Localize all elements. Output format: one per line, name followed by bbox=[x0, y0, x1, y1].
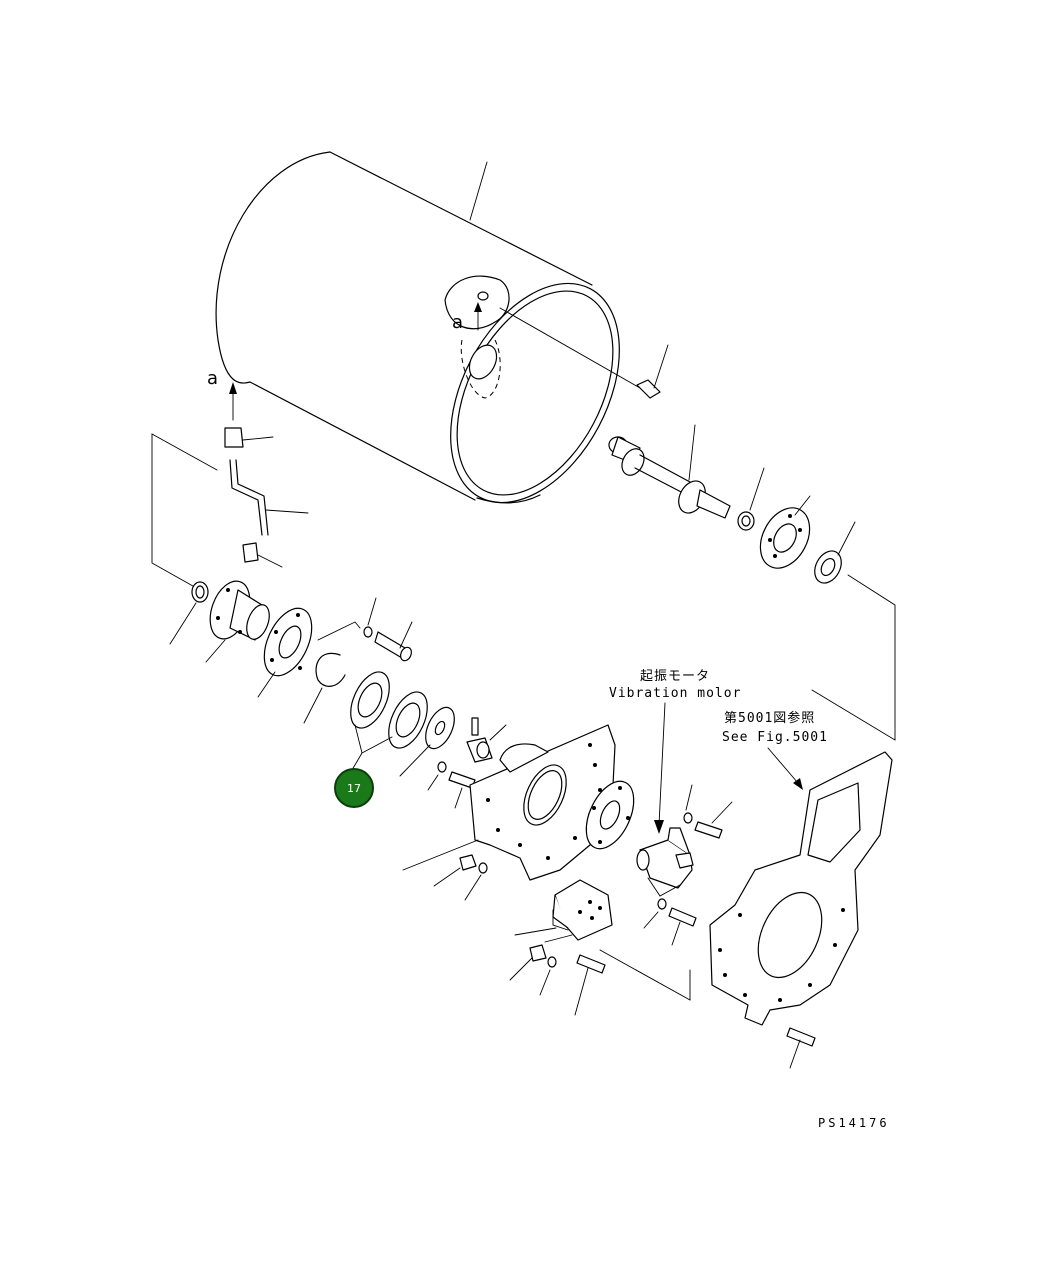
bracket-line-left bbox=[151, 433, 218, 591]
nut-washer-frame bbox=[433, 854, 488, 901]
callout-badge-17[interactable]: 17 bbox=[334, 768, 374, 808]
ref-a-left-label: a bbox=[207, 368, 218, 389]
bracket-line-right bbox=[811, 574, 896, 741]
callout-number: 17 bbox=[347, 782, 361, 795]
motor-bolts-upper bbox=[683, 784, 733, 839]
side-cover-plate bbox=[709, 751, 893, 1026]
bearing-right bbox=[814, 521, 856, 584]
bracket-fasteners bbox=[509, 944, 606, 1016]
drum bbox=[215, 151, 641, 504]
vibration-motor bbox=[636, 827, 694, 897]
grease-line: a bbox=[207, 368, 309, 568]
vibrator-shaft bbox=[608, 424, 731, 519]
cover-bolt bbox=[786, 1027, 816, 1069]
oil-seal bbox=[169, 581, 209, 645]
motor-label-en: Vibration molor bbox=[609, 686, 741, 701]
ref-a-top-label: a bbox=[452, 312, 463, 333]
gasket-plate bbox=[257, 607, 313, 698]
fig-label-en: See Fig.5001 bbox=[722, 730, 828, 745]
motor-bracket bbox=[514, 879, 613, 943]
bearing-flange bbox=[759, 495, 811, 569]
bearing-left bbox=[350, 671, 428, 771]
motor-bolts-lower bbox=[643, 898, 697, 946]
frame-plate bbox=[402, 724, 616, 881]
motor-flange bbox=[585, 780, 635, 850]
see-figure-label: 第5001図参照 See Fig.5001 bbox=[722, 710, 828, 790]
motor-label-jp: 起振モータ bbox=[640, 669, 710, 684]
shaft-collar bbox=[737, 467, 765, 531]
reference-a-drum: a bbox=[452, 302, 482, 333]
fig-label-jp: 第5001図参照 bbox=[724, 710, 815, 726]
plug-bolt bbox=[636, 344, 669, 399]
snap-ring bbox=[303, 652, 346, 724]
bolt-washer-upper bbox=[317, 597, 413, 662]
drawing-code: PS14176 bbox=[818, 1116, 890, 1130]
vibration-motor-label: 起振モータ Vibration molor bbox=[609, 669, 741, 834]
pin-and-bushing bbox=[466, 717, 507, 763]
bracket-line-bottom bbox=[599, 949, 691, 1001]
bolt-washer-lower bbox=[427, 761, 476, 809]
retainer-plate bbox=[399, 706, 455, 777]
hub-flange bbox=[205, 580, 270, 663]
